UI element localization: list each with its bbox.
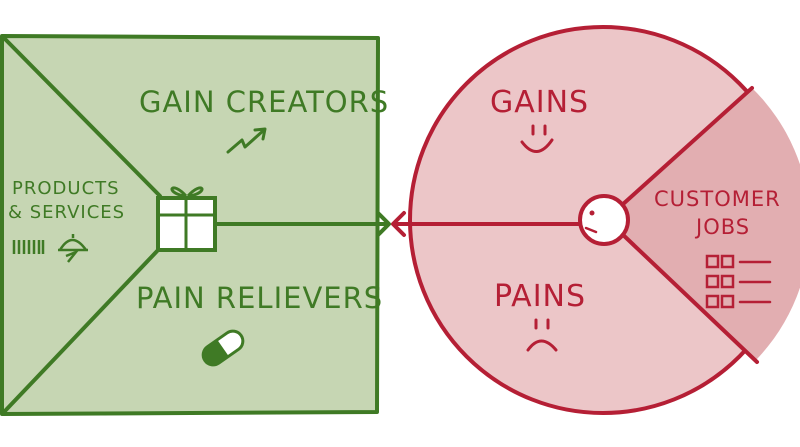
- jobs-divider-top: [620, 86, 754, 207]
- customer-jobs-label-line1: CUSTOMER: [654, 187, 781, 211]
- jobs-divider-bottom: [618, 230, 759, 364]
- products-label-line2: & SERVICES: [8, 202, 125, 223]
- barcode-icon: [12, 240, 45, 254]
- pain-relievers-label: PAIN RELIEVERS: [136, 281, 383, 315]
- arrow-head-icon: [391, 211, 406, 237]
- value-map: GAIN CREATORS PRODUCTS & SERVICES PAI: [0, 34, 389, 416]
- customer-profile: GAINS PAINS CUSTOMER JOBS: [376, 25, 800, 415]
- checklist-icon: [705, 254, 772, 309]
- top-diagonal-line: [2, 36, 162, 198]
- bottom-diagonal-line: [2, 246, 162, 414]
- upward-arrow-icon: [226, 127, 267, 154]
- frown-face-icon: [526, 318, 558, 352]
- customer-jobs-label-line2: JOBS: [694, 215, 750, 239]
- gain-creators-label: GAIN CREATORS: [139, 85, 389, 119]
- customer-jobs-segment: [605, 88, 800, 360]
- pill-icon: [201, 329, 245, 367]
- arrow-head-green-icon: [376, 211, 391, 237]
- products-label-line1: PRODUCTS: [12, 178, 120, 199]
- gains-label: GAINS: [490, 85, 589, 120]
- service-bell-icon: [58, 234, 88, 263]
- gift-icon: [156, 186, 217, 252]
- pains-label: PAINS: [494, 279, 586, 314]
- smile-face-icon: [520, 124, 554, 153]
- customer-head-icon: [578, 194, 630, 246]
